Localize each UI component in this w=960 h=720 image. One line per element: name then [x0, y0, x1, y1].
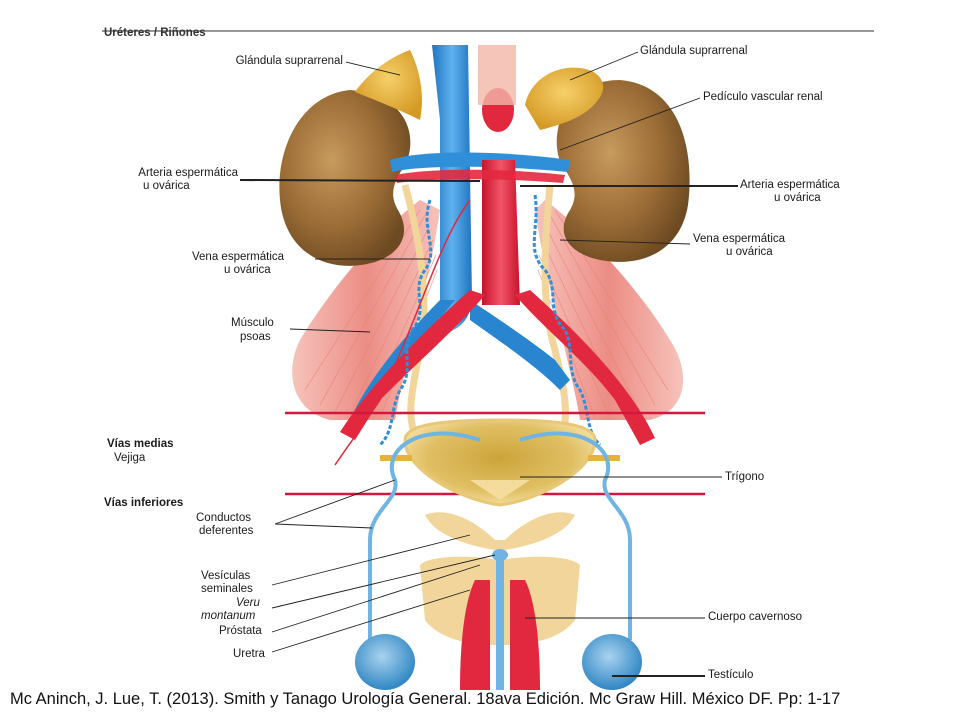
- label-uretra: Uretra: [233, 648, 265, 660]
- label-vena-left-2: u ovárica: [224, 264, 271, 276]
- vas-deferens-right: [519, 431, 632, 640]
- gonadal-vein-left: [378, 199, 433, 447]
- label-musculo-1: Músculo: [231, 317, 274, 329]
- label-musculo-2: psoas: [240, 331, 271, 343]
- corpus-cavernosum-right: [510, 580, 540, 690]
- label-arteria-left-1: Arteria espermática: [138, 167, 238, 179]
- label-arteria-left-2: u ovárica: [143, 180, 190, 192]
- label-vias-medias: Vías medias: [107, 438, 174, 450]
- seminal-vesicles: [425, 512, 575, 550]
- header-rule: [102, 30, 874, 32]
- label-cuerpo: Cuerpo cavernoso: [708, 611, 802, 623]
- esophagus: [478, 45, 516, 105]
- citation-text: Mc Aninch, J. Lue, T. (2013). Smith y Ta…: [10, 690, 841, 708]
- label-conductos-2: deferentes: [199, 525, 254, 537]
- veru-montanum: [492, 549, 508, 561]
- label-testiculo: Testículo: [708, 669, 754, 681]
- label-conductos-1: Conductos: [196, 512, 251, 524]
- aorta: [482, 160, 520, 305]
- label-glandula-left: Glándula suprarrenal: [235, 55, 343, 67]
- kidney-right: [556, 80, 690, 262]
- ureter-right: [541, 184, 569, 442]
- label-veru-2: montanum: [201, 610, 256, 622]
- label-arteria-right-1: Arteria espermática: [740, 179, 840, 191]
- trigone: [470, 480, 530, 500]
- label-vena-right-2: u ovárica: [726, 246, 773, 258]
- label-vesiculas-2: seminales: [201, 583, 253, 595]
- renal-artery: [395, 169, 565, 183]
- label-glandula-right: Glándula suprarrenal: [640, 45, 748, 57]
- testicle-right: [582, 634, 642, 690]
- label-prostata: Próstata: [219, 625, 262, 637]
- bladder: [403, 418, 597, 507]
- label-vias-inferiores: Vías inferiores: [104, 497, 184, 509]
- header-title: Uréteres / Riñones: [104, 27, 206, 39]
- label-vesiculas-1: Vesículas: [201, 570, 251, 582]
- ureter-bladder-right: [588, 455, 620, 461]
- iliac-artery-right: [515, 290, 655, 445]
- iliac-artery-left: [340, 290, 485, 440]
- leader-lines: [239, 51, 738, 677]
- renal-vein: [390, 152, 570, 172]
- adrenal-gland-right: [525, 67, 604, 130]
- kidney-left: [279, 90, 411, 266]
- label-vena-left-1: Vena espermática: [192, 251, 285, 263]
- label-vena-right-1: Vena espermática: [693, 233, 786, 245]
- ureter-bladder-left: [380, 455, 412, 461]
- corpus-cavernosum-left: [460, 580, 490, 690]
- adrenal-gland-left: [355, 50, 422, 120]
- gonadal-vein-right: [532, 194, 602, 447]
- iliac-vein-right: [470, 300, 570, 390]
- label-arteria-right-2: u ovárica: [774, 192, 821, 204]
- urethra: [496, 560, 504, 690]
- testicle-left: [355, 634, 415, 690]
- label-pediculo: Pedículo vascular renal: [703, 91, 823, 103]
- label-vejiga: Vejiga: [114, 452, 146, 464]
- label-trigono: Trígono: [725, 471, 765, 483]
- gonadal-artery-left: [334, 199, 471, 466]
- label-veru-1: Veru: [236, 597, 260, 609]
- vena-cava: [432, 45, 472, 335]
